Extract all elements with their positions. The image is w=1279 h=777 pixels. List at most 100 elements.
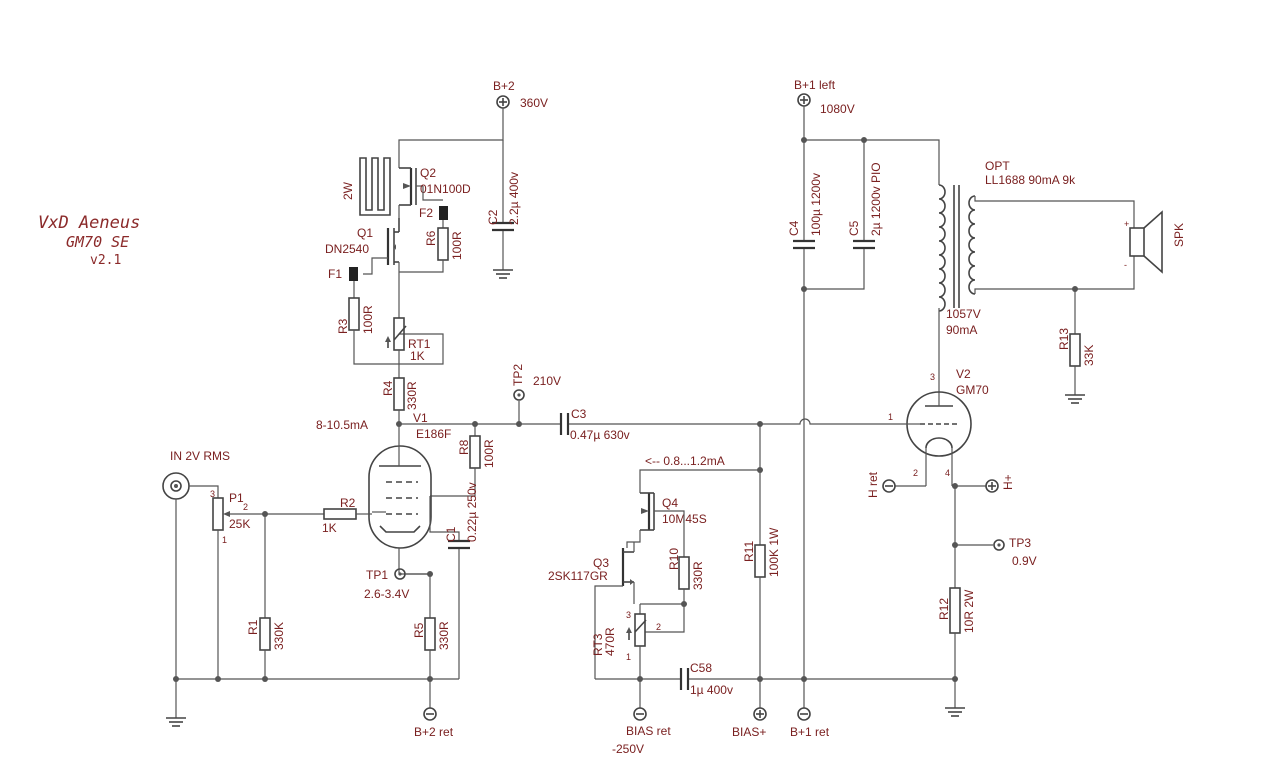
c5-value: 2µ 1200v PIO [869,162,883,236]
tp3-label: TP3 [1009,536,1031,550]
b1-label: B+1 left [794,78,836,92]
v2-plate-current: 90mA [946,323,977,337]
c58-value: 1µ 400v [690,683,733,697]
tp2-testpoint [513,389,525,401]
v2-pin2: 2 [913,468,918,478]
bias-plus-label: BIAS+ [732,725,766,739]
r2-value: 1K [322,521,337,535]
r6-resistor [437,227,449,261]
r13-ref: R13 [1057,328,1071,350]
spk-label: SPK [1172,223,1186,247]
tp1-label: TP1 [366,568,388,582]
p1-pin3: 3 [210,489,215,499]
bias-ret-terminal [633,707,647,721]
r5-resistor [424,617,436,651]
h-ret-terminal [882,479,896,493]
q2-value: 01N100D [420,182,471,196]
p1-value: 25K [229,517,250,531]
b1-ret-terminal [797,707,811,721]
c4-capacitor [793,239,815,250]
r11-value: 100K 1W [767,527,781,577]
r1-ref: R1 [246,619,260,635]
p1-pin2: 2 [243,502,248,512]
p1-pin1: 1 [222,535,227,545]
c2-value: 2.2µ 400v [507,172,521,225]
b2-voltage: 360V [520,96,548,110]
r13-ground-icon [1065,394,1085,404]
h-ret-label: H ret [866,471,880,498]
r2-resistor [323,508,357,520]
r8-value: 100R [482,439,496,468]
q4-ref: Q4 [662,496,678,510]
h-plus-terminal [985,479,999,493]
q4-current-label: <-- 0.8...1.2mA [645,454,725,468]
b1-terminal [797,93,811,107]
title-line1: VxD Aeneus [38,213,140,233]
rt3-pin1: 1 [626,652,631,662]
opt-value: LL1688 90mA 9k [985,173,1076,187]
h-plus-label: H+ [1001,474,1015,490]
v2-tube [906,391,972,486]
p1-ref: P1 [229,491,244,505]
rt1-value: 1K [410,349,425,363]
q1-mosfet [386,218,400,265]
f2-label: F2 [419,206,433,220]
v1-value: E186F [416,427,451,441]
c1-ref: C1 [444,526,458,542]
b2-label: B+2 [493,79,515,93]
v2-value: GM70 [956,383,989,397]
f1-fuse [349,267,358,281]
v2-pin4: 4 [945,468,950,478]
input-jack-icon [162,472,190,500]
r12-ref: R12 [937,598,951,620]
heatsink-label: 2W [341,181,355,200]
c58-capacitor [679,668,690,690]
v2-pin1: 1 [888,412,893,422]
input-label: IN 2V RMS [170,449,230,463]
c3-ref: C3 [571,407,587,421]
spk-plus: + [1124,219,1129,229]
b1-ret-label: B+1 ret [790,725,830,739]
opt-transformer [938,184,976,312]
r5-ref: R5 [412,622,426,638]
r6-ref: R6 [424,230,438,246]
f2-fuse [439,206,448,220]
r1-resistor [259,617,271,651]
q1-ref: Q1 [357,226,373,240]
spk-minus: - [1124,260,1127,270]
rt3-value: 470R [603,627,617,656]
c2-ref: C2 [486,209,500,225]
b2-terminal [496,95,510,109]
c2-capacitor [492,221,514,232]
r10-value: 330R [691,561,705,590]
c3-capacitor [559,413,570,435]
v1-tube [368,424,432,549]
bias-plus-terminal [753,707,767,721]
r13-resistor [1069,333,1081,367]
v2-plate-voltage: 1057V [946,307,981,321]
c5-ref: C5 [847,220,861,236]
c58-ref: C58 [690,661,712,675]
c3-value: 0.47µ 630v [570,428,630,442]
rt1-ref: RT1 [408,337,431,351]
p1-potentiometer [212,497,224,531]
q4-mosfet [640,492,655,531]
c2-ground-icon [493,269,513,279]
q2-ref: Q2 [420,166,436,180]
c4-ref: C4 [787,220,801,236]
r12-value: 10R 2W [962,589,976,633]
tp1-value: 2.6-3.4V [364,587,409,601]
input-ground-icon [166,717,186,727]
r12-resistor [949,587,961,634]
r3-ref: R3 [336,318,350,334]
r8-resistor [469,435,481,469]
b2-ret-label: B+2 ret [414,725,454,739]
r12-ground-icon [945,707,965,717]
q1-value: DN2540 [325,242,369,256]
r10-ref: R10 [667,548,681,570]
speaker-icon [1129,210,1163,274]
tp2-value: 210V [533,374,561,388]
v1-current-label: 8-10.5mA [316,418,368,432]
r1-value: 330K [272,622,286,650]
b1-voltage: 1080V [820,102,855,116]
